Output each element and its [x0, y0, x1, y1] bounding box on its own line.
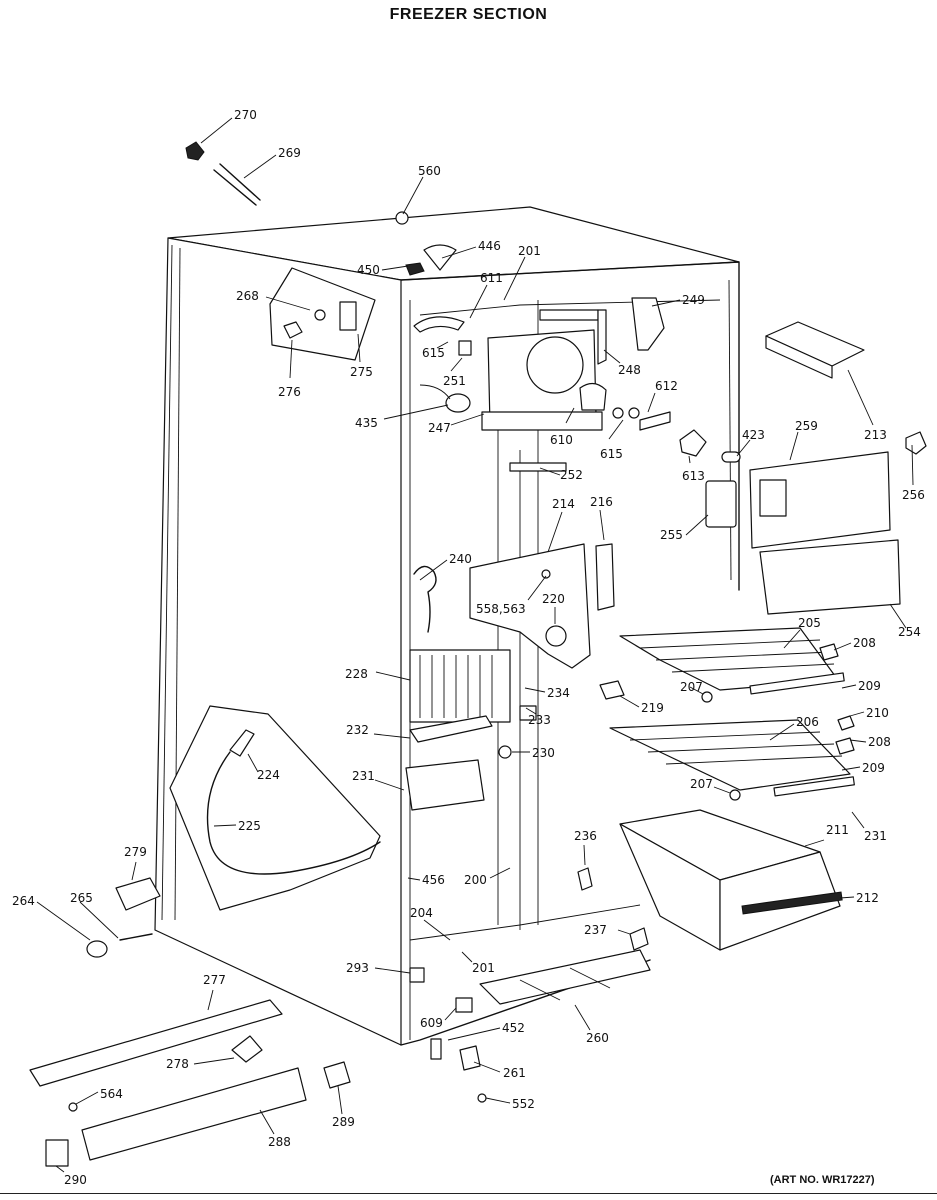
part-label: 611 — [480, 271, 503, 285]
part-label: 200 — [464, 873, 487, 887]
bottom-parts — [409, 867, 651, 1103]
part-label: 212 — [856, 891, 879, 905]
part-label: 435 — [355, 416, 378, 430]
part-label: 240 — [449, 552, 472, 566]
part-label: 213 — [864, 428, 887, 442]
part-label: 560 — [418, 164, 441, 178]
part-label: 613 — [682, 469, 705, 483]
part-label: 288 — [268, 1135, 291, 1149]
part-label: 277 — [203, 973, 226, 987]
part-label: 612 — [655, 379, 678, 393]
part-label: 423 — [742, 428, 765, 442]
part-label: 261 — [503, 1066, 526, 1080]
part-label: 231 — [864, 829, 887, 843]
part-label: 248 — [618, 363, 641, 377]
part-label: 293 — [346, 961, 369, 975]
control-bracket-group — [269, 267, 376, 361]
part-label: 237 — [584, 923, 607, 937]
part-label: 268 — [236, 289, 259, 303]
part-label: 210 — [866, 706, 889, 720]
part-label: 446 — [478, 239, 501, 253]
part-label: 260 — [586, 1031, 609, 1045]
part-label: 265 — [70, 891, 93, 905]
part-label: 564 — [100, 1087, 123, 1101]
part-label: 234 — [547, 686, 570, 700]
part-label: 207 — [690, 777, 713, 791]
part-label: 214 — [552, 497, 575, 511]
leader-lines — [36, 117, 914, 1173]
part-label: 208 — [853, 636, 876, 650]
part-label: 224 — [257, 768, 280, 782]
part-label: 206 — [796, 715, 819, 729]
part-label: 216 — [590, 495, 613, 509]
part-label: 256 — [902, 488, 925, 502]
art-number: (ART NO. WR17227) — [770, 1174, 875, 1186]
part-label: 209 — [862, 761, 885, 775]
evaporator-cover — [413, 297, 741, 528]
part-label: 270 — [234, 108, 257, 122]
top-mounted-parts — [185, 141, 457, 276]
part-label: 230 — [532, 746, 555, 760]
part-label: 290 — [64, 1173, 87, 1187]
part-label: 558,563 — [476, 602, 526, 616]
part-label: 207 — [680, 680, 703, 694]
part-label: 220 — [542, 592, 565, 606]
part-label: 264 — [12, 894, 35, 908]
part-label: 219 — [641, 701, 664, 715]
part-label: 228 — [345, 667, 368, 681]
part-label: 615 — [600, 447, 623, 461]
part-label: 259 — [795, 419, 818, 433]
part-label: 610 — [550, 433, 573, 447]
part-label: 450 — [357, 263, 380, 277]
part-label: 208 — [868, 735, 891, 749]
bottom-rule — [0, 1193, 937, 1194]
part-label: 269 — [278, 146, 301, 160]
part-labels: 270 269 560 446 201 450 611 268 249 615 … — [12, 108, 925, 1187]
part-label: 609 — [420, 1016, 443, 1030]
page-title: FREEZER SECTION — [389, 6, 548, 23]
part-label: 251 — [443, 374, 466, 388]
part-label: 452 — [502, 1021, 525, 1035]
part-label: 201 — [472, 961, 495, 975]
ice-tray — [765, 321, 927, 455]
front-panels — [749, 451, 901, 615]
part-label: 204 — [410, 906, 433, 920]
part-label: 231 — [352, 769, 375, 783]
part-label: 252 — [560, 468, 583, 482]
part-label: 236 — [574, 829, 597, 843]
part-label: 276 — [278, 385, 301, 399]
part-label: 289 — [332, 1115, 355, 1129]
part-label: 275 — [350, 365, 373, 379]
door-tray — [169, 705, 381, 911]
freezer-basket — [619, 809, 843, 951]
wire-shelves — [599, 627, 855, 801]
part-label: 254 — [898, 625, 921, 639]
part-label: 232 — [346, 723, 369, 737]
rear-cover — [413, 543, 615, 669]
part-label: 225 — [238, 819, 261, 833]
heater-coil — [405, 649, 537, 811]
part-label: 456 — [422, 873, 445, 887]
part-label: 247 — [428, 421, 451, 435]
part-label: 201 — [518, 244, 541, 258]
part-label: 279 — [124, 845, 147, 859]
part-label: 233 — [528, 713, 551, 727]
part-label: 615 — [422, 346, 445, 360]
part-label: 205 — [798, 616, 821, 630]
part-label: 209 — [858, 679, 881, 693]
part-label: 552 — [512, 1097, 535, 1111]
part-label: 255 — [660, 528, 683, 542]
lower-left-parts — [29, 877, 351, 1167]
part-label: 278 — [166, 1057, 189, 1071]
part-label: 211 — [826, 823, 849, 837]
part-label: 249 — [682, 293, 705, 307]
